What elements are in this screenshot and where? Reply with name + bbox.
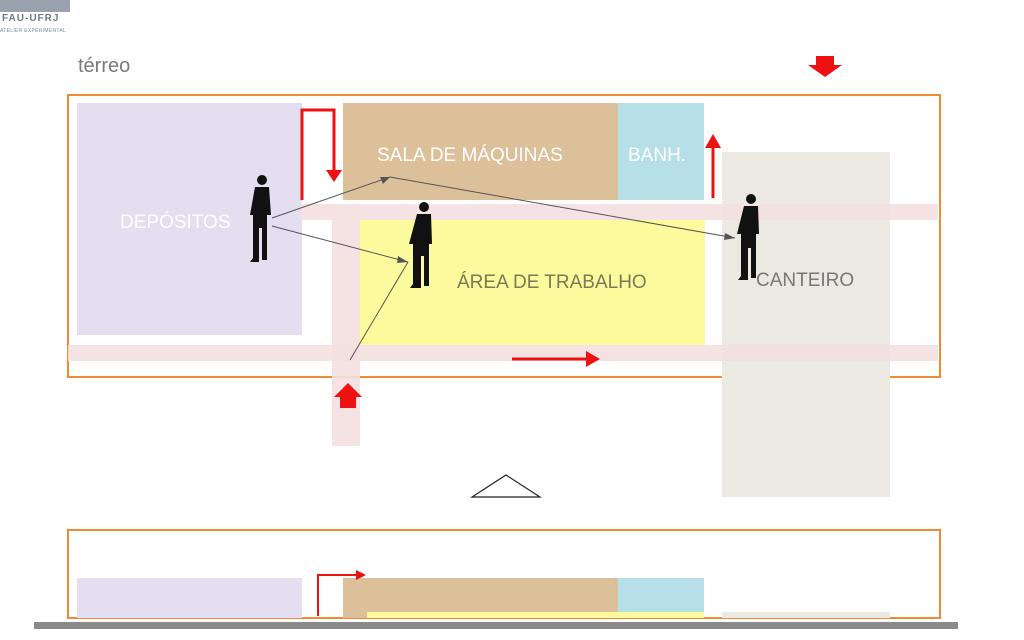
person-silhouette-icon bbox=[250, 175, 271, 262]
sala-maquinas-label: SALA DE MÁQUINAS bbox=[377, 145, 563, 166]
triangle-marker-icon bbox=[469, 474, 543, 498]
canteiro-room bbox=[722, 152, 890, 497]
person-silhouette-icon bbox=[737, 194, 759, 280]
depositos-label: DEPÓSITOS bbox=[120, 211, 231, 233]
entry-arrow-icon bbox=[334, 383, 362, 408]
logo-main-text: FAU-UFRJ bbox=[2, 13, 60, 24]
canteiro-label: CANTEIRO bbox=[756, 270, 854, 291]
logo: FAU-UFRJ ATELIER EXPERIMENTAL bbox=[0, 0, 74, 40]
logo-sub-text: ATELIER EXPERIMENTAL bbox=[0, 28, 67, 34]
movement-lines bbox=[271, 176, 736, 361]
flow-arrow-icon bbox=[705, 134, 721, 198]
section-sala-maquinas bbox=[343, 578, 618, 618]
ground-line bbox=[34, 622, 958, 629]
floor-label: térreo bbox=[78, 55, 131, 77]
plan-outline bbox=[67, 94, 941, 378]
entry-arrow-icon bbox=[808, 56, 842, 77]
person-silhouette-icon bbox=[409, 202, 432, 288]
banheiro-room bbox=[618, 103, 704, 200]
flow-arrow-icon bbox=[317, 570, 366, 616]
circulation-path-top bbox=[300, 204, 938, 220]
section-area-trabalho bbox=[367, 612, 704, 618]
circulation-path-vertical bbox=[332, 220, 360, 446]
circulation-path-bottom bbox=[68, 345, 938, 361]
section-canteiro bbox=[722, 612, 890, 618]
logo-block bbox=[0, 0, 70, 12]
area-trabalho-label: ÁREA DE TRABALHO bbox=[457, 272, 647, 293]
sala-maquinas-room bbox=[343, 103, 618, 200]
flow-arrow-icon bbox=[512, 351, 600, 367]
movement-arrowheads bbox=[380, 177, 735, 263]
section-depositos bbox=[77, 578, 302, 618]
flow-arrow-icon bbox=[300, 108, 342, 200]
section-banheiro bbox=[618, 578, 704, 618]
banheiro-label: BANH. bbox=[628, 145, 686, 166]
